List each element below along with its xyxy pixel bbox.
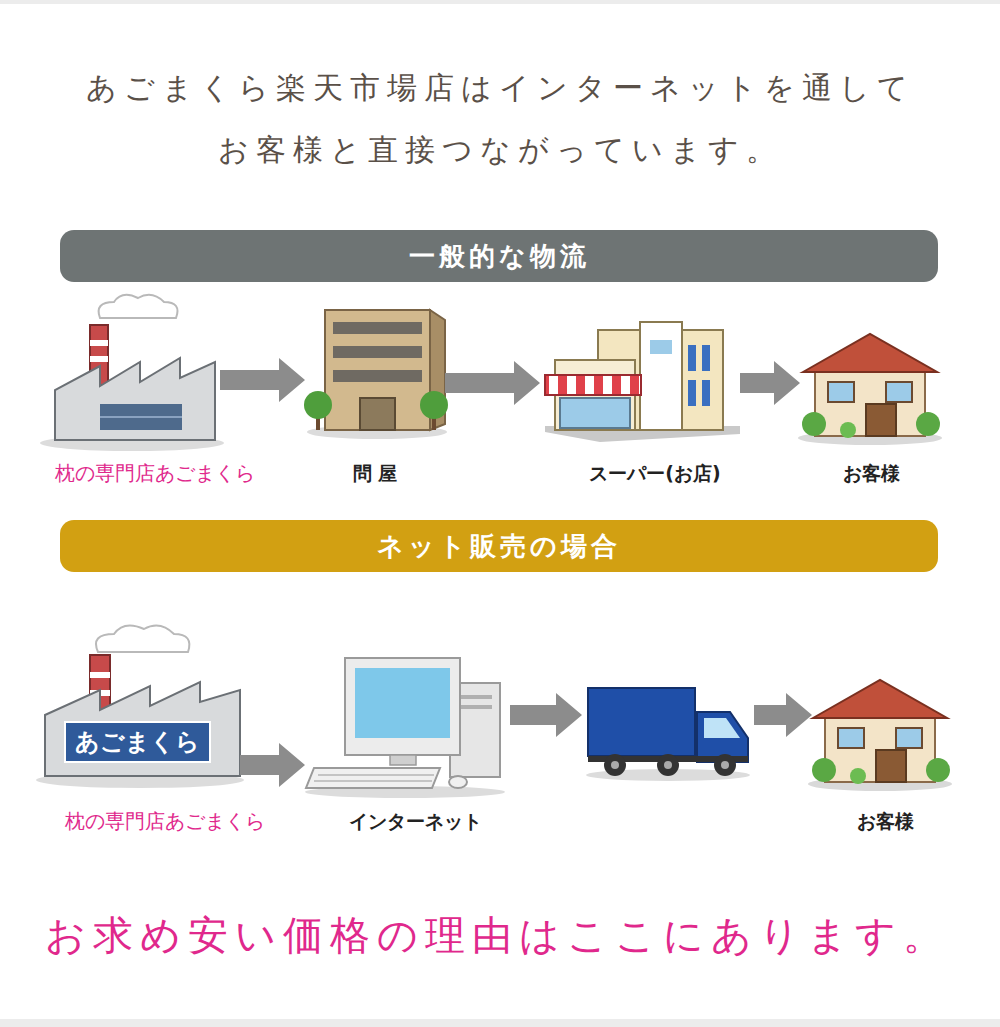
- house-icon: [798, 334, 942, 445]
- flow-arrow: [510, 693, 582, 737]
- node-label: スーパー(お店): [550, 460, 760, 486]
- flow-arrow: [220, 358, 305, 402]
- flow-arrow: [240, 743, 305, 787]
- computer-node: インターネット: [305, 655, 505, 785]
- node-label: インターネット: [305, 808, 525, 834]
- factory-icon: [36, 625, 244, 788]
- factory-node: あごまくら枕の専門店あごまくら: [40, 625, 240, 785]
- title: あごまくら楽天市場店はインターネットを通して お客様と直接つながっています。: [60, 57, 940, 181]
- factory-icon: [40, 295, 224, 451]
- node-label: 枕の専門店あごまくら: [25, 460, 285, 486]
- band-header: ネット販売の場合: [60, 520, 938, 572]
- customer-node: お客様: [815, 680, 955, 785]
- sign-text: あごまくら: [65, 722, 210, 762]
- frame-line: [0, 1019, 1000, 1027]
- frame-line: [0, 0, 1000, 4]
- node-label: お客様: [805, 808, 965, 834]
- customer-node: お客様: [800, 330, 942, 442]
- house-icon: [808, 680, 952, 791]
- store-node: スーパー(お店): [540, 318, 740, 443]
- node-label: 枕の専門店あごまくら: [25, 808, 305, 834]
- store-icon: [545, 322, 740, 442]
- wholesaler-node: 問 屋: [305, 305, 445, 435]
- caption: お求め安い価格の理由はここにあります。: [45, 905, 950, 965]
- truck-icon: [586, 688, 750, 781]
- computer-icon: [305, 658, 505, 798]
- flow-arrow: [754, 693, 812, 737]
- band-header: 一般的な物流: [60, 230, 938, 282]
- flow-arrow: [740, 361, 800, 405]
- node-label: お客様: [800, 460, 942, 486]
- factory-node: 枕の専門店あごまくら: [45, 300, 220, 445]
- node-label: 問 屋: [325, 460, 425, 486]
- flow-arrow: [445, 361, 540, 405]
- band-title: ネット販売の場合: [60, 520, 938, 572]
- band-title: 一般的な物流: [60, 230, 938, 282]
- building-icon: [304, 310, 448, 439]
